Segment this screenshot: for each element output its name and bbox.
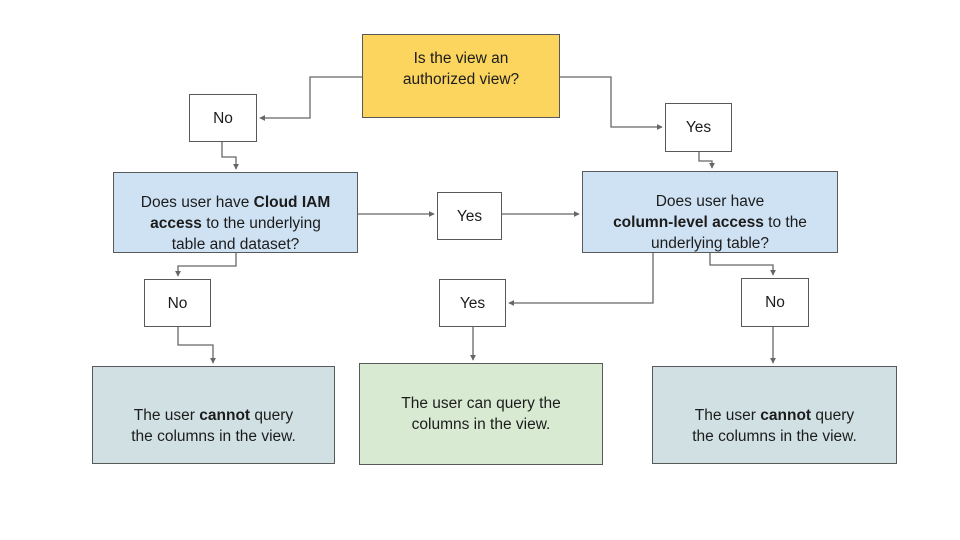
decision-cloud-iam-access: Does user have Cloud IAM access to the u… bbox=[113, 172, 358, 253]
result-cannot-query-left: The user cannot query the columns in the… bbox=[92, 366, 335, 464]
text-segment-bold: cannot bbox=[760, 406, 812, 424]
decision-cloud-iam-access-label: Does user have Cloud IAM access to the u… bbox=[141, 171, 331, 255]
edge-root-to-yes-top bbox=[560, 76, 663, 130]
branch-yes-column-access-label: Yes bbox=[459, 294, 486, 312]
text-segment: query the columns in the view. bbox=[692, 406, 857, 445]
branch-no-authorized-label: No bbox=[213, 109, 233, 127]
branch-no-column-access: No bbox=[741, 278, 809, 327]
branch-yes-authorized: Yes bbox=[665, 103, 732, 152]
text-segment: Does user have bbox=[140, 193, 254, 211]
branch-yes-iam-access-label: Yes bbox=[456, 207, 483, 225]
text-segment-bold: cannot bbox=[199, 406, 251, 424]
result-can-query-label: The user can query the columns in the vi… bbox=[401, 395, 561, 433]
edge-no-top-to-iam-question bbox=[221, 142, 239, 170]
text-segment-bold: column-level access bbox=[613, 214, 764, 231]
result-cannot-query-left-label: The user cannot query the columns in the… bbox=[131, 384, 296, 447]
text-segment-bold: Cloud IAM access bbox=[150, 193, 331, 232]
edge-no-left-to-result-left bbox=[177, 327, 216, 364]
result-cannot-query-right: The user cannot query the columns in the… bbox=[652, 366, 897, 464]
edge-col-question-to-no-right bbox=[709, 253, 776, 276]
branch-yes-authorized-label: Yes bbox=[685, 119, 712, 136]
branch-no-iam-access: No bbox=[144, 279, 211, 327]
edge-iam-question-to-no-left bbox=[175, 253, 237, 277]
result-cannot-query-right-label: The user cannot query the columns in the… bbox=[692, 384, 857, 447]
edge-col-question-to-yes-low bbox=[508, 253, 654, 306]
branch-no-column-access-label: No bbox=[765, 294, 785, 311]
edge-root-to-no-top bbox=[259, 76, 362, 121]
decision-column-level-access: Does user have column-level access to th… bbox=[582, 171, 838, 253]
text-segment: to the underlying table and dataset? bbox=[171, 214, 321, 253]
text-segment: The user bbox=[133, 406, 200, 424]
edge-yes-top-to-col-question bbox=[698, 152, 715, 169]
text-segment: Does user have bbox=[655, 193, 765, 210]
decision-column-level-access-label: Does user have column-level access to th… bbox=[613, 170, 807, 254]
text-segment: to the underlying table? bbox=[650, 214, 807, 252]
branch-no-authorized: No bbox=[189, 94, 257, 142]
branch-yes-iam-access: Yes bbox=[437, 192, 502, 240]
branch-no-iam-access-label: No bbox=[167, 294, 188, 312]
result-can-query: The user can query the columns in the vi… bbox=[359, 363, 603, 465]
text-segment: The user bbox=[694, 406, 761, 424]
decision-authorized-view-label: Is the view an authorized view? bbox=[402, 50, 520, 88]
branch-yes-column-access: Yes bbox=[439, 279, 506, 327]
decision-authorized-view: Is the view an authorized view? bbox=[362, 34, 560, 118]
text-segment: query the columns in the view. bbox=[131, 406, 296, 445]
